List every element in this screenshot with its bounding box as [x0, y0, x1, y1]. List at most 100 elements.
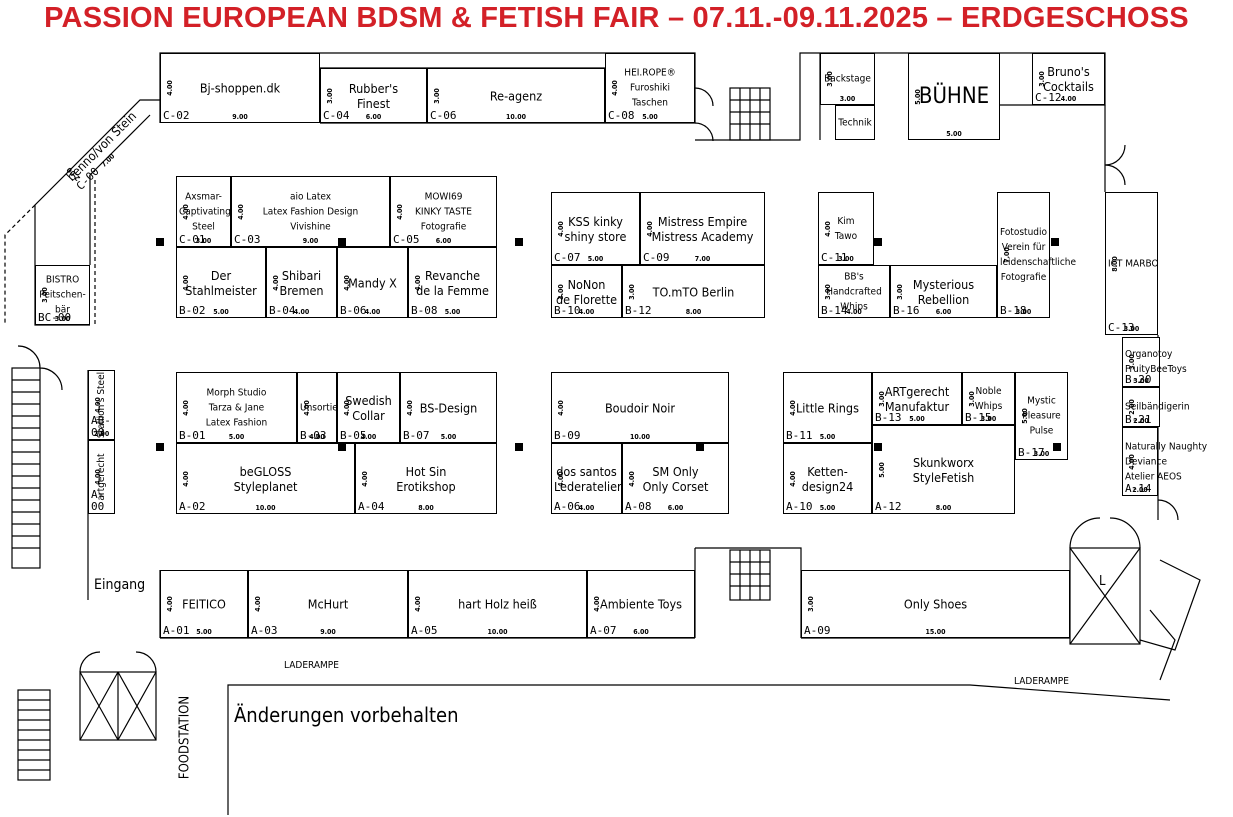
booth-width: 7.00	[694, 255, 711, 263]
notice-text: Änderungen vorbehalten	[234, 703, 459, 727]
booth-depth: 4.00	[165, 80, 174, 96]
booth-width: 15.00	[925, 628, 946, 636]
booth-name-line: Collar	[352, 407, 385, 423]
booth-depth: 3.00	[325, 87, 334, 104]
booth-name-line: Mistress Academy	[651, 228, 754, 244]
booth-name: BÜHNE	[911, 84, 997, 109]
booth-depth: 4.00	[610, 80, 619, 96]
booth-name-line: Furoshiki	[630, 82, 670, 94]
booth-id: A-14	[1125, 482, 1152, 495]
pillar	[1051, 238, 1059, 246]
booth-name-line: Taschen	[632, 97, 668, 109]
booth-name-line: Lederatelier	[554, 478, 622, 494]
booth-depth: 4.00	[181, 399, 190, 416]
booth-id: C-02	[163, 109, 190, 122]
booth-id: C-04	[323, 109, 350, 122]
booth-width: 3.00	[838, 255, 854, 263]
pillar	[338, 238, 346, 246]
booth-name: Ambiente Toys	[590, 597, 692, 612]
booth-id: A-10	[786, 500, 813, 513]
booth-name-line: Shibari	[281, 267, 322, 283]
booth-name-line: Manufaktur	[884, 398, 950, 414]
booth-width: 8.00	[935, 504, 952, 512]
booth-depth: 5.00	[877, 461, 886, 478]
booth-width: 5.00	[819, 433, 836, 441]
booth-width: 4.00	[846, 308, 862, 316]
booth-name: Mandy X	[340, 275, 405, 290]
booth-id: B-14	[821, 304, 848, 317]
booth-id: AB-00	[91, 414, 111, 439]
booth-depth: 3.00	[556, 283, 565, 300]
booth-id: A-04	[358, 500, 385, 513]
booth-name: Seilbändigerin	[1125, 400, 1190, 415]
booth-id: BC-00	[38, 311, 72, 324]
booth-name-line: Re-agenz	[489, 88, 543, 103]
booth-technik[interactable]: Technik	[835, 105, 875, 140]
booth-depth: 3.00	[825, 71, 834, 87]
booth-id: A-09	[804, 624, 831, 637]
booth-width: 4.00	[309, 433, 325, 441]
booth-depth: 4.00	[342, 274, 351, 291]
booth-name-line: BISTRO	[45, 274, 80, 286]
booth-name-line: hart Holz heiß	[458, 596, 537, 612]
booth-name-line: StyleFetish	[912, 469, 975, 485]
booth-name-line: Only Shoes	[903, 596, 968, 612]
booth-depth: 3.00	[1037, 71, 1046, 87]
booth-id: C-12	[1035, 91, 1062, 104]
booth-id: B-01	[179, 429, 206, 442]
booth-name-line: Captivating	[179, 206, 231, 217]
booth-width: 2.00	[1133, 417, 1149, 425]
booth-width: 5.00	[444, 308, 461, 316]
